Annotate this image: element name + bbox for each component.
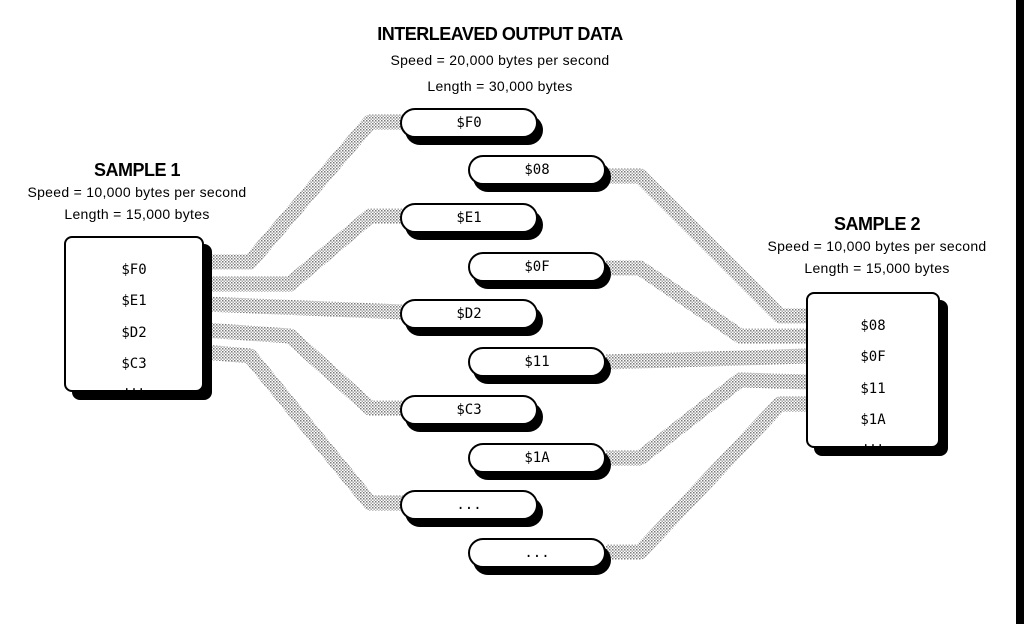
sample2-speed: Speed = 10,000 bytes per second	[767, 238, 987, 254]
output-speed: Speed = 20,000 bytes per second	[390, 52, 610, 68]
sample1-item: $C3	[121, 356, 147, 372]
sample1-title: SAMPLE 1	[93, 160, 181, 180]
output-byte-pill: $1A	[468, 443, 606, 473]
output-byte-pill: $F0	[400, 108, 538, 138]
output-byte-pill: $08	[468, 155, 606, 185]
right-edge-bar	[1016, 0, 1024, 624]
data-flow-band	[606, 168, 808, 324]
data-flow-band	[606, 396, 808, 560]
sample1-item: $D2	[121, 325, 147, 341]
sample2-item-more: ...	[862, 435, 884, 449]
sample1-item-more: ...	[123, 379, 145, 393]
sample2-title: SAMPLE 2	[833, 214, 921, 234]
output-byte-pill: $11	[468, 347, 606, 377]
output-length: Length = 30,000 bytes	[427, 78, 573, 94]
output-byte-pill-more: ...	[400, 490, 538, 520]
sample1-length: Length = 15,000 bytes	[64, 206, 210, 222]
data-flow-band	[203, 344, 404, 511]
data-flow-band	[605, 348, 809, 370]
sample1-heading: SAMPLE 1 Speed = 10,000 bytes per second…	[12, 160, 262, 225]
output-byte-pill: $E1	[400, 203, 538, 233]
output-byte-pill: $C3	[400, 395, 538, 425]
sample1-item: $F0	[121, 262, 147, 278]
data-flow-band	[606, 372, 809, 466]
data-flow-band	[606, 260, 808, 344]
data-flow-band	[203, 296, 405, 320]
sample2-item: $11	[860, 381, 886, 397]
sample1-speed: Speed = 10,000 bytes per second	[27, 184, 247, 200]
output-byte-pill: $D2	[400, 299, 538, 329]
sample2-heading: SAMPLE 2 Speed = 10,000 bytes per second…	[752, 214, 1002, 279]
output-byte-pill-more: ...	[468, 538, 606, 568]
sample2-item: $08	[860, 318, 886, 334]
data-flow-band	[204, 208, 404, 292]
sample2-item: $0F	[860, 349, 886, 365]
sample2-card: $08 $0F $11 $1A ...	[806, 292, 940, 448]
data-flow-band	[203, 322, 404, 416]
output-byte-pill: $0F	[468, 252, 606, 282]
data-flow-band	[204, 114, 404, 270]
output-title: INTERLEAVED OUTPUT DATA	[377, 24, 623, 44]
sample1-card: $F0 $E1 $D2 $C3 ...	[64, 236, 204, 392]
sample1-item: $E1	[121, 293, 147, 309]
sample2-item: $1A	[860, 412, 886, 428]
sample2-length: Length = 15,000 bytes	[804, 260, 950, 276]
output-heading: INTERLEAVED OUTPUT DATA Speed = 20,000 b…	[300, 24, 700, 97]
